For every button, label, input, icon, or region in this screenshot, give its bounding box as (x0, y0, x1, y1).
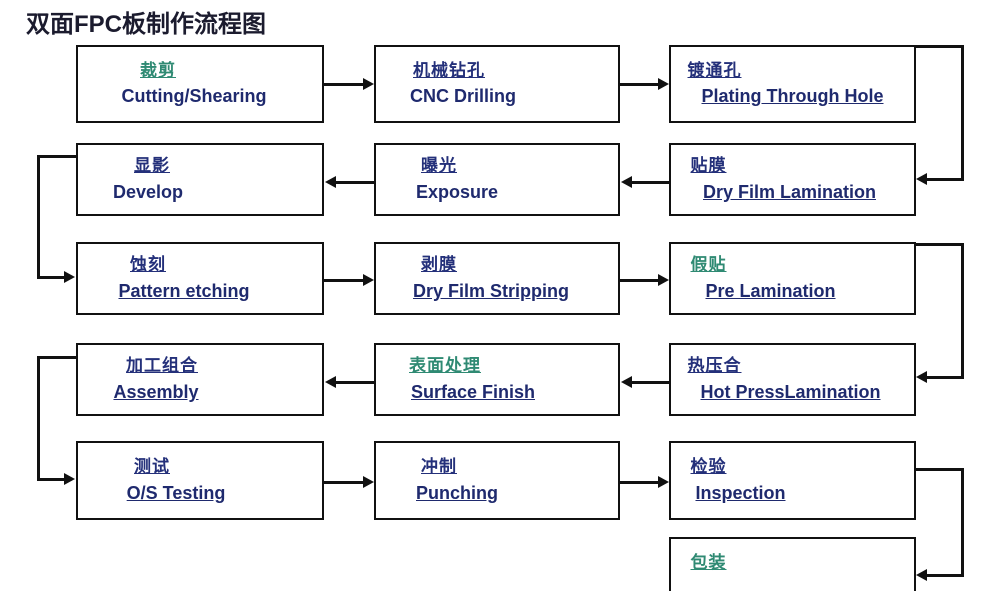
node-dry-film-lamination[interactable]: 贴膜 Dry Film Lamination (669, 143, 916, 216)
node-etching-en: Pattern etching (118, 280, 250, 301)
node-hotpress-en: Hot PressLamination (700, 381, 881, 402)
connector-prelam-wrap-vertical (961, 243, 964, 379)
connector-punching-to-inspection (620, 481, 658, 484)
connector-testing-to-punching (324, 481, 363, 484)
node-inspection[interactable]: 检验 Inspection (669, 441, 916, 520)
node-assembly-en: Assembly (113, 381, 199, 402)
arrowhead-dfl-to-exposure (621, 176, 632, 188)
node-punching[interactable]: 冲制 Punching (374, 441, 620, 520)
connector-pth-wrap-vertical (961, 45, 964, 181)
connector-inspection-wrap-bottom (927, 574, 964, 577)
node-stripping-en: Dry Film Stripping (412, 280, 569, 301)
node-exposure-cn: 曝光 (421, 156, 457, 176)
node-testing-en: O/S Testing (126, 482, 226, 503)
node-surface-en: Surface Finish (410, 381, 536, 402)
node-pattern-etching[interactable]: 蚀刻 Pattern etching (76, 242, 324, 315)
arrowhead-testing-to-punching (363, 476, 374, 488)
arrowhead-stripping-to-prelam (658, 274, 669, 286)
node-develop[interactable]: 显影 Develop (76, 143, 324, 216)
node-packing[interactable]: 包装 (669, 537, 916, 591)
connector-develop-wrap-bottom (37, 276, 65, 279)
connector-hotpress-to-surface (632, 381, 669, 384)
node-drilling-cn: 机械钻孔 (413, 60, 485, 80)
connector-dfl-to-exposure (632, 181, 669, 184)
node-surface-cn: 表面处理 (409, 356, 481, 376)
page-title: 双面FPC板制作流程图 (26, 11, 266, 38)
arrowhead-cutting-to-drilling (363, 78, 374, 90)
node-pth-en: Plating Through Hole (701, 86, 884, 107)
arrowhead-into-os-testing (64, 473, 75, 485)
connector-assembly-wrap-bottom (37, 478, 65, 481)
connector-develop-wrap-vertical (37, 155, 40, 278)
node-surface-finish[interactable]: 表面处理 Surface Finish (374, 343, 620, 416)
node-cutting[interactable]: 裁剪 Cutting/Shearing (76, 45, 324, 123)
node-prelam-cn: 假贴 (690, 255, 727, 275)
node-dfl-cn: 贴膜 (690, 156, 727, 176)
node-dry-film-stripping[interactable]: 剥膜 Dry Film Stripping (374, 242, 620, 315)
connector-prelam-wrap-bottom (927, 376, 964, 379)
connector-prelam-wrap-top (914, 243, 964, 246)
node-drilling[interactable]: 机械钻孔 CNC Drilling (374, 45, 620, 123)
node-assembly[interactable]: 加工组合 Assembly (76, 343, 324, 416)
node-develop-en: Develop (112, 181, 184, 202)
connector-inspection-wrap-top (914, 468, 964, 471)
node-punching-cn: 冲制 (421, 457, 457, 477)
connector-drilling-to-pth (620, 83, 658, 86)
connector-pth-wrap-top (914, 45, 964, 48)
node-drilling-en: CNC Drilling (410, 86, 516, 107)
arrowhead-exposure-to-develop (325, 176, 336, 188)
connector-assembly-wrap-top (37, 356, 78, 359)
arrowhead-hotpress-to-surface (621, 376, 632, 388)
node-inspection-cn: 检验 (690, 457, 727, 477)
connector-inspection-wrap-vertical (961, 468, 964, 577)
node-etching-cn: 蚀刻 (130, 255, 166, 275)
node-hotpress-cn: 热压合 (687, 356, 742, 376)
arrowhead-into-pattern-etching (64, 271, 75, 283)
connector-assembly-wrap-vertical (37, 356, 40, 480)
arrowhead-into-hot-press-lamination (916, 371, 927, 383)
connector-surface-to-assembly (336, 381, 374, 384)
node-exposure[interactable]: 曝光 Exposure (374, 143, 620, 216)
node-exposure-en: Exposure (415, 181, 499, 202)
connector-etching-to-stripping (324, 279, 363, 282)
node-packing-cn: 包装 (690, 553, 727, 572)
arrowhead-surface-to-assembly (325, 376, 336, 388)
arrowhead-drilling-to-pth (658, 78, 669, 90)
node-inspection-en: Inspection (695, 482, 786, 503)
node-dfl-en: Dry Film Lamination (702, 181, 877, 202)
arrowhead-etching-to-stripping (363, 274, 374, 286)
connector-pth-wrap-bottom (927, 178, 964, 181)
node-plating-through-hole[interactable]: 镀通孔 Plating Through Hole (669, 45, 916, 123)
node-cutting-cn: 裁剪 (140, 60, 176, 80)
node-testing-cn: 测试 (134, 457, 170, 477)
node-prelam-en: Pre Lamination (705, 280, 836, 301)
node-os-testing[interactable]: 测试 O/S Testing (76, 441, 324, 520)
node-stripping-cn: 剥膜 (421, 255, 457, 275)
node-cutting-en: Cutting/Shearing (121, 86, 267, 107)
node-assembly-cn: 加工组合 (126, 356, 198, 376)
connector-develop-wrap-top (37, 155, 78, 158)
node-develop-cn: 显影 (134, 156, 170, 176)
connector-cutting-to-drilling (324, 83, 363, 86)
node-punching-en: Punching (416, 482, 498, 503)
node-hot-press-lamination[interactable]: 热压合 Hot PressLamination (669, 343, 916, 416)
connector-exposure-to-develop (336, 181, 374, 184)
arrowhead-into-dry-film-lamination (916, 173, 927, 185)
arrowhead-into-packing (916, 569, 927, 581)
connector-stripping-to-prelam (620, 279, 658, 282)
node-pth-cn: 镀通孔 (687, 60, 742, 80)
arrowhead-punching-to-inspection (658, 476, 669, 488)
node-pre-lamination[interactable]: 假贴 Pre Lamination (669, 242, 916, 315)
